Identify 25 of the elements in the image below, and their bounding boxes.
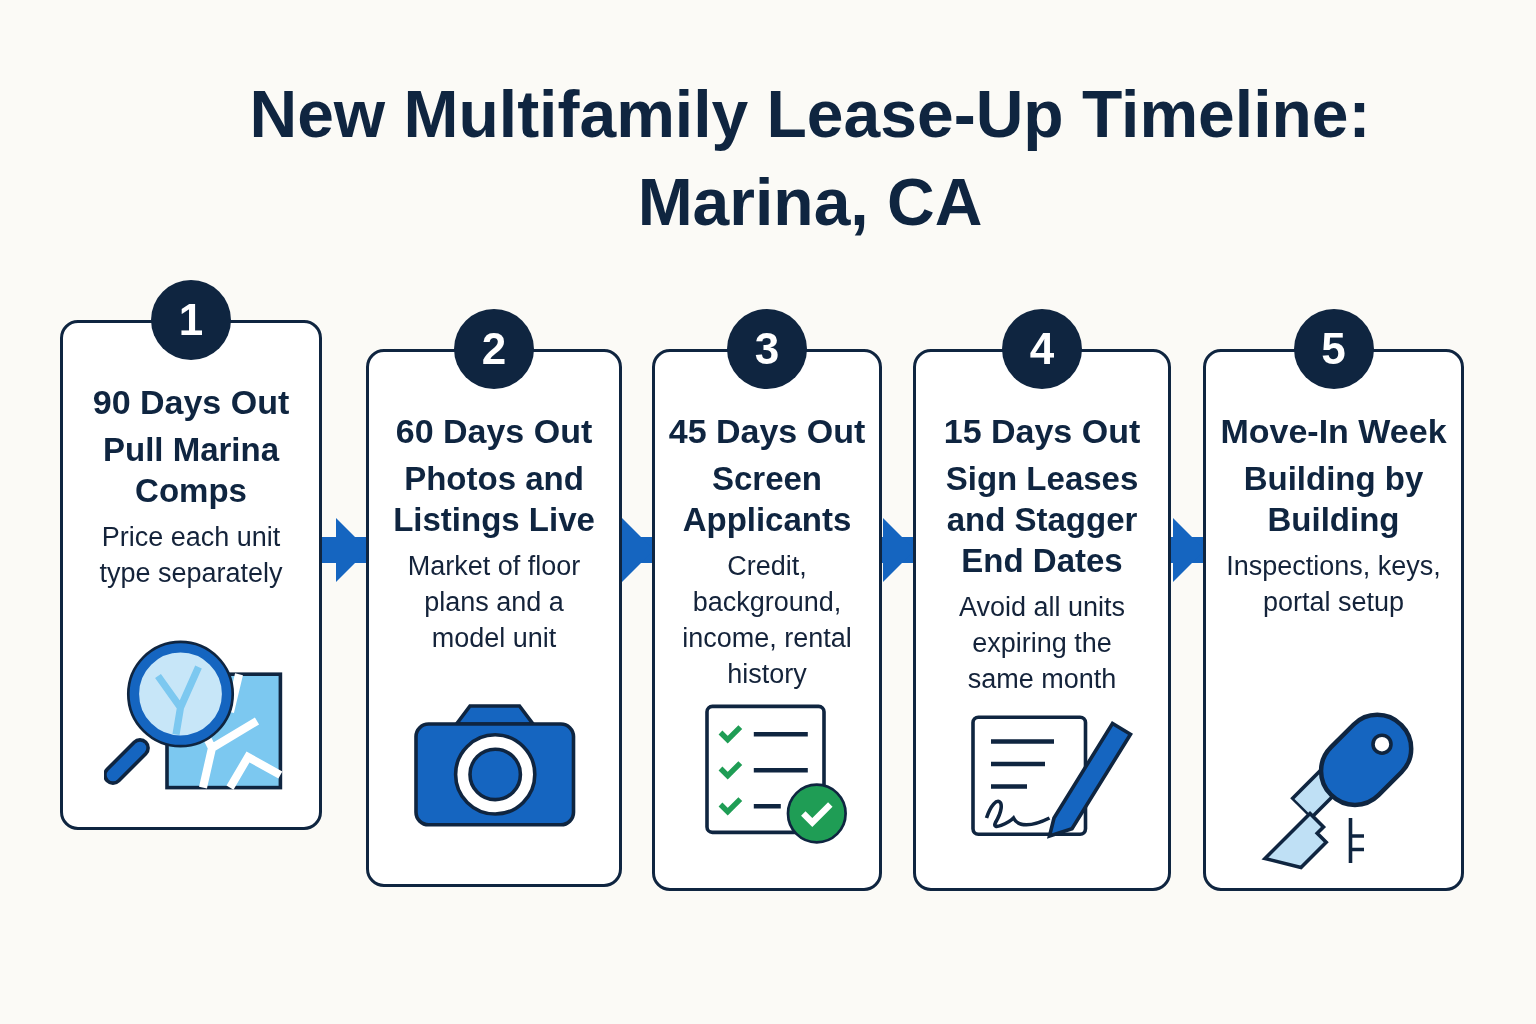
title: New Multifamily Lease-Up Timeline: Marina, CA [248, 76, 1372, 241]
step-number: 2 [454, 309, 534, 389]
step-timing: 15 Days Out [943, 411, 1141, 452]
step-title: Pull Marina Comps [101, 430, 281, 511]
step-number: 5 [1293, 309, 1374, 389]
step-number: 4 [1002, 309, 1082, 389]
step-description: Market of floor plans and a model unit [406, 550, 582, 655]
arrow [882, 518, 915, 582]
step-timing: 90 Days Out [92, 382, 290, 423]
step-number: 1 [151, 280, 231, 360]
step-description: Price each unit type separately [98, 521, 284, 590]
step-timing: 60 Days Out [395, 411, 593, 452]
step-description: Inspections, keys, portal setup [1225, 550, 1442, 619]
step-description: Avoid all units expiring the same month [957, 591, 1127, 696]
step-title: Sign Leases and Stagger End Dates [944, 459, 1140, 581]
step-number: 3 [727, 309, 807, 389]
step-title: Building by Building [1242, 459, 1425, 540]
step-timing: 45 Days Out [668, 411, 866, 452]
step-description: Credit, background, income, rental history [681, 550, 853, 691]
arrow [322, 518, 368, 582]
step-timing: Move-In Week [1220, 411, 1447, 452]
arrow [1171, 518, 1205, 582]
arrow [622, 518, 654, 582]
step-title: Photos and Listings Live [392, 459, 596, 540]
step-title: Screen Applicants [681, 459, 853, 540]
